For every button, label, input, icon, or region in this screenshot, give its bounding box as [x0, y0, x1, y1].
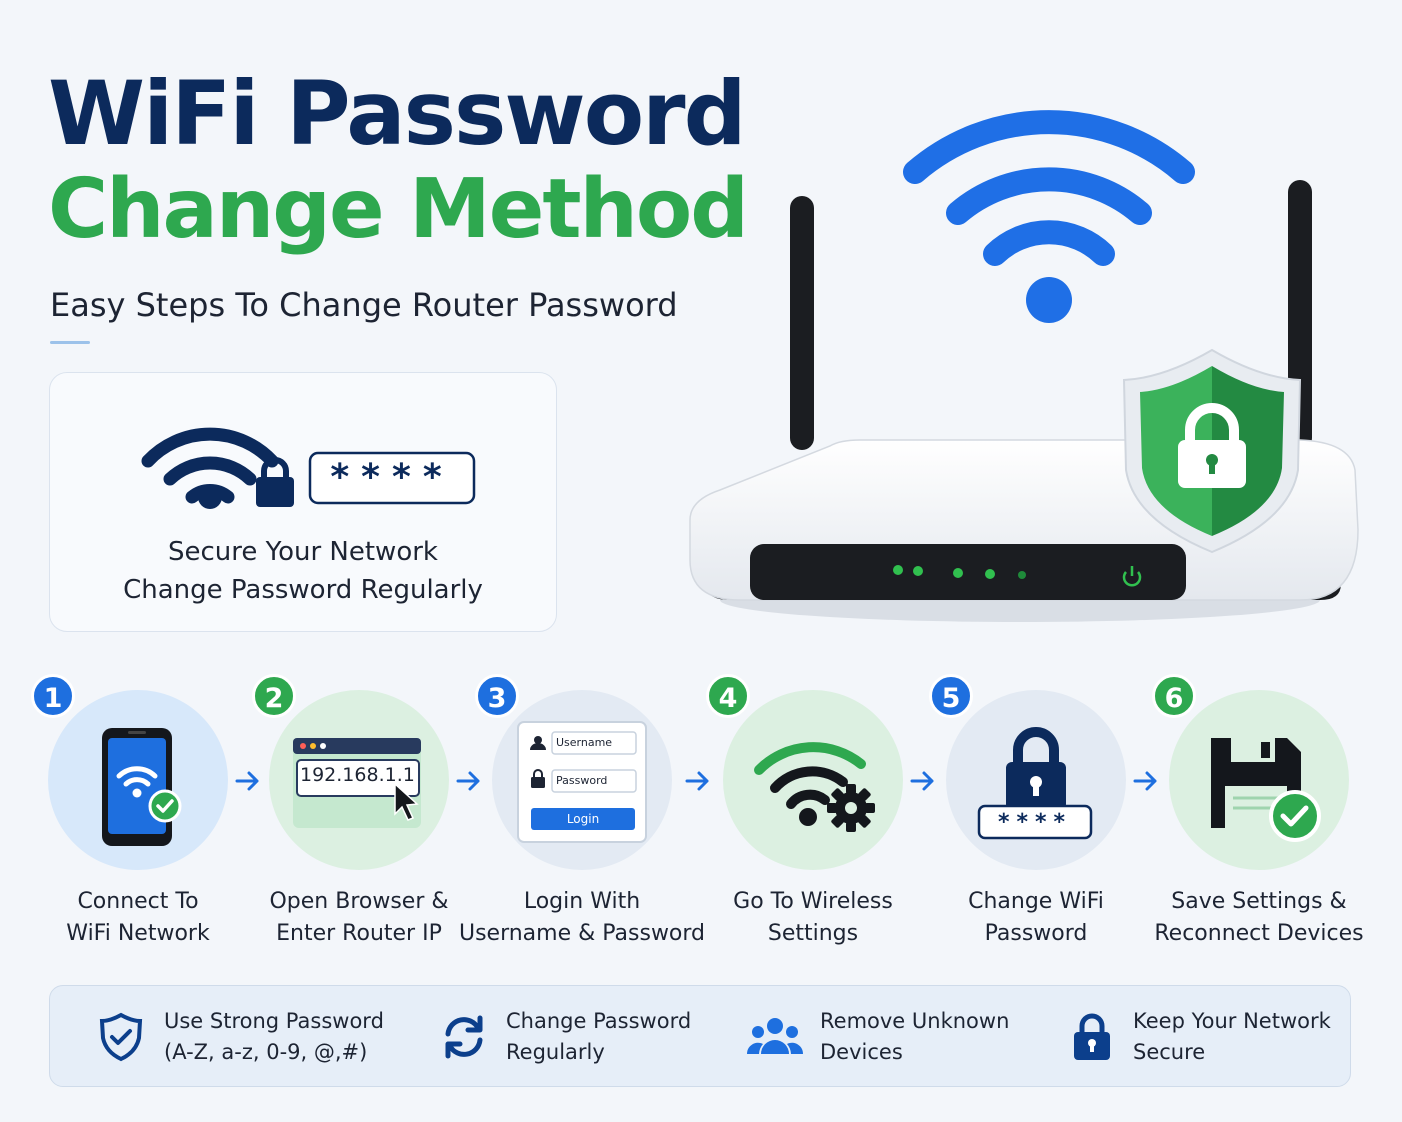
tip-line1: Use Strong Password	[164, 1009, 384, 1033]
tip-line2: (A-Z, a-z, 0-9, @,#)	[164, 1040, 368, 1064]
step-login: Username Password Login 3 Login With Use…	[459, 672, 705, 962]
step-label-line1: Connect To	[77, 889, 199, 914]
step-save-settings: 6 Save Settings & Reconnect Devices	[1144, 672, 1374, 962]
step-label-line1: Go To Wireless	[733, 889, 893, 914]
arrow-right-icon	[235, 771, 259, 791]
step-label: Change WiFi Password	[901, 886, 1171, 950]
router-illustration	[689, 110, 1359, 622]
router-ip-address: 192.168.1.1	[300, 764, 415, 786]
tip-line2: Regularly	[506, 1040, 605, 1064]
wifi-settings-icon	[754, 742, 875, 832]
step-number-badge: 2	[252, 674, 296, 718]
step-label-line2: Reconnect Devices	[1154, 921, 1364, 946]
arrow-right-icon	[685, 771, 709, 791]
page-title: WiFi Password	[48, 62, 747, 165]
login-button: Login	[566, 812, 600, 826]
page-subtitle: Easy Steps To Change Router Password	[50, 286, 678, 324]
step-number-badge: 1	[31, 674, 75, 718]
arrow-right-icon	[456, 771, 480, 791]
step-number-badge: 5	[929, 674, 973, 718]
step-label: Go To Wireless Settings	[678, 886, 948, 950]
step-label: Login With Username & Password	[447, 886, 717, 950]
step-masked-password: ****	[997, 810, 1073, 835]
power-icon	[1122, 566, 1142, 587]
hero-line-1: Secure Your Network	[168, 537, 438, 567]
wifi-signal-icon	[903, 110, 1195, 323]
step-connect-wifi: 1 Connect To WiFi Network	[23, 672, 253, 962]
tips-bar: Use Strong Password (A-Z, a-z, 0-9, @,#)…	[49, 985, 1351, 1087]
subtitle-divider	[50, 341, 90, 344]
secure-network-card: **** Secure Your Network Change Password…	[49, 372, 557, 632]
step-label: Connect To WiFi Network	[3, 886, 273, 950]
step-label-line2: Password	[984, 921, 1088, 946]
hero-line-2: Change Password Regularly	[123, 575, 483, 605]
login-form-icon	[517, 721, 647, 843]
step-label-line2: WiFi Network	[66, 921, 210, 946]
step-label-line2: Enter Router IP	[276, 921, 442, 946]
username-field: Username	[556, 736, 613, 749]
step-label-line2: Username & Password	[458, 921, 706, 946]
wifi-lock-password-icon	[141, 427, 476, 509]
step-label-line1: Open Browser &	[269, 889, 449, 914]
step-number-badge: 3	[475, 674, 519, 718]
password-field: Password	[556, 774, 608, 787]
step-label: Save Settings & Reconnect Devices	[1124, 886, 1394, 950]
hero-masked-password: ****	[330, 457, 454, 498]
step-label-line1: Save Settings &	[1171, 889, 1347, 914]
arrow-right-icon	[1133, 771, 1157, 791]
shield-lock-icon	[1122, 348, 1302, 554]
step-label: Open Browser & Enter Router IP	[224, 886, 494, 950]
step-change-password: **** 5 Change WiFi Password	[921, 672, 1151, 962]
step-wireless-settings: 4 Go To Wireless Settings	[698, 672, 928, 962]
tip-line1: Remove Unknown	[820, 1009, 1010, 1033]
smartphone-wifi-icon	[102, 728, 182, 846]
page-title-accent: Change Method	[48, 162, 749, 257]
step-label-line1: Change WiFi	[968, 889, 1104, 914]
refresh-icon	[445, 1015, 483, 1059]
tip-line1: Change Password	[506, 1009, 692, 1033]
users-icon	[746, 1018, 804, 1054]
padlock-password-icon	[977, 727, 1093, 840]
shield-check-icon	[99, 1012, 143, 1062]
tip-line2: Secure	[1133, 1040, 1206, 1064]
lock-icon	[1074, 1013, 1110, 1060]
tip-line2: Devices	[820, 1040, 903, 1064]
step-number-badge: 6	[1152, 674, 1196, 718]
step-number-badge: 4	[706, 674, 750, 718]
browser-window-icon	[293, 738, 421, 828]
step-label-line2: Settings	[767, 921, 859, 946]
step-label-line1: Login With	[523, 889, 641, 914]
arrow-right-icon	[910, 771, 934, 791]
step-open-browser: 192.168.1.1 2 Open Browser & Enter Route…	[244, 672, 474, 962]
tip-line1: Keep Your Network	[1133, 1009, 1331, 1033]
step-background	[723, 690, 903, 870]
save-floppy-icon	[1211, 738, 1321, 842]
